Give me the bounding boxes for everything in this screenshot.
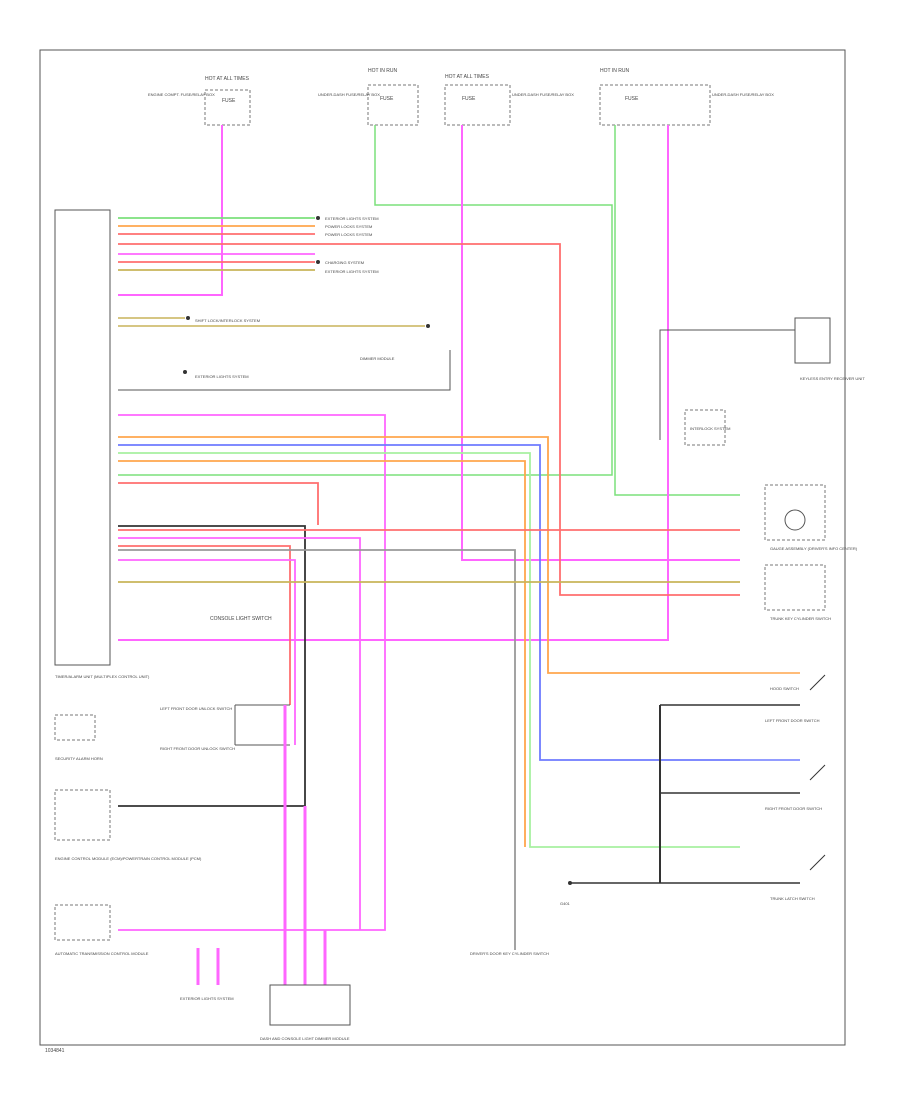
- cluster-label: GAUGE ASSEMBLY (DRIVER'S INFO CENTER): [770, 546, 858, 551]
- alarm-horn-label: SECURITY ALARM HORN: [55, 756, 103, 761]
- console-lights-label: CONSOLE LIGHT SWITCH: [210, 616, 272, 622]
- transmission-box: [54, 904, 111, 941]
- fuse-label-1: FUSE: [222, 98, 236, 104]
- wire-mid-pink: [118, 414, 386, 931]
- wire-mid-orange2: [118, 460, 526, 847]
- wire-keyless: [659, 329, 795, 440]
- diagram-frame: [39, 49, 846, 1046]
- wire-fuse3-pink: [461, 125, 740, 561]
- svg-text:HOOD SWITCH: HOOD SWITCH: [770, 686, 799, 691]
- switch-left-door: LEFT FRONT DOOR SWITCH: [660, 704, 820, 723]
- wire-fuse2-green: [118, 125, 613, 476]
- wire-mid-red3: [118, 545, 291, 705]
- wire-ref-4: [118, 243, 740, 596]
- wire-dimmer: [118, 350, 451, 391]
- fuse-label-4: FUSE: [625, 96, 639, 102]
- svg-text:TRUNK LATCH SWITCH: TRUNK LATCH SWITCH: [770, 896, 815, 901]
- dash-module-wires: [283, 705, 327, 985]
- ref-text-1: EXTERIOR LIGHTS SYSTEM: [325, 216, 379, 221]
- fuse-block-1: HOT AT ALL TIMES FUSE ENGINE COMPT. FUSE…: [148, 76, 251, 126]
- fuse-note-1: ENGINE COMPT. FUSE/RELAY BOX: [148, 92, 215, 97]
- ecm-box: [54, 789, 111, 841]
- wire-mid-pink3: [118, 559, 296, 745]
- ref-text-3: POWER LOCKS SYSTEM: [325, 232, 372, 237]
- trunk-key-box: [764, 564, 826, 611]
- wire-unlock: [234, 704, 290, 746]
- fuse-label-2: FUSE: [380, 96, 394, 102]
- interlock-box: [684, 409, 726, 446]
- wire-fuse1-pink: [118, 125, 223, 296]
- wire-mid-lgreen: [118, 452, 740, 848]
- ref-shift-lock: SHIFT LOCK/INTERLOCK SYSTEM: [195, 318, 260, 323]
- wire-mid-pink2: [118, 537, 361, 930]
- fuse-header-3: HOT AT ALL TIMES: [445, 74, 490, 80]
- fuse-block-3: HOT AT ALL TIMES FUSE UNDER-DASH FUSE/RE…: [444, 74, 574, 126]
- left-unlock-label: LEFT FRONT DOOR UNLOCK SWITCH: [160, 706, 232, 711]
- fuse-header-2: HOT IN RUN: [368, 68, 397, 74]
- fuse-block-2: HOT IN RUN FUSE UNDER-DASH FUSE/RELAY BO…: [318, 68, 419, 126]
- multiplex-unit-label: TIMER/ALARM UNIT (MULTIPLEX CONTROL UNIT…: [55, 674, 150, 679]
- fuse-label-3: FUSE: [462, 96, 476, 102]
- ref-exterior: EXTERIOR LIGHTS SYSTEM: [195, 374, 249, 379]
- switch-right-door: RIGHT FRONT DOOR SWITCH: [660, 759, 826, 811]
- ecm-label: ENGINE CONTROL MODULE (ECM)/POWERTRAIN C…: [55, 856, 202, 861]
- keyless-receiver-box: [794, 317, 831, 364]
- driver-door-key-label: DRIVER'S DOOR KEY CYLINDER SWITCH: [470, 951, 549, 956]
- trunk-key-label: TRUNK KEY CYLINDER SWITCH: [770, 616, 831, 621]
- fuse-note-2: UNDER-DASH FUSE/RELAY BOX: [318, 92, 380, 97]
- svg-text:LEFT FRONT DOOR SWITCH: LEFT FRONT DOOR SWITCH: [765, 718, 820, 723]
- cluster-box: [764, 484, 826, 541]
- wire-mid-orange: [118, 436, 740, 674]
- footer-code: 1034841: [45, 1048, 65, 1054]
- fuse-header-4: HOT IN RUN: [600, 68, 629, 74]
- exterior-lights-label: EXTERIOR LIGHTS SYSTEM: [180, 996, 234, 1001]
- ref-text-4: CHARGING SYSTEM: [325, 260, 364, 265]
- dimmer-label: DIMMER MODULE: [360, 356, 395, 361]
- right-refs: EXTERIOR LIGHTS SYSTEM POWER LOCKS SYSTE…: [316, 216, 379, 274]
- switch-trunk-latch: TRUNK LATCH SWITCH G401: [560, 705, 826, 906]
- ground-g401: G401: [560, 901, 571, 906]
- fuse-note-3: UNDER-DASH FUSE/RELAY BOX: [512, 92, 574, 97]
- keyless-label: KEYLESS ENTRY RECEIVER UNIT: [800, 376, 865, 381]
- svg-text:RIGHT FRONT DOOR SWITCH: RIGHT FRONT DOOR SWITCH: [765, 806, 822, 811]
- switch-hood: HOOD SWITCH: [740, 672, 826, 691]
- wire-fuse4-green: [614, 125, 740, 496]
- wire-mid-red: [118, 482, 319, 525]
- fuse-block-4: HOT IN RUN FUSE UNDER-DASH FUSE/RELAY BO…: [599, 68, 774, 126]
- wire-mid-gray: [118, 549, 516, 950]
- wire-fuse4-pink: [118, 125, 669, 641]
- ref-text-2: POWER LOCKS SYSTEM: [325, 224, 372, 229]
- exterior-lights-connector: [196, 948, 220, 985]
- right-unlock-label: RIGHT FRONT DOOR UNLOCK SWITCH: [160, 746, 235, 751]
- transmission-label: AUTOMATIC TRANSMISSION CONTROL MODULE: [55, 951, 149, 956]
- alarm-horn-box: [54, 714, 96, 741]
- wire-mid-blue: [118, 444, 740, 761]
- multiplex-unit-box: [54, 209, 111, 666]
- dash-module-label: DASH AND CONSOLE LIGHT DIMMER MODULE: [260, 1036, 350, 1041]
- wire-mid-black: [118, 525, 306, 807]
- interlock-label: INTERLOCK SYSTEM: [690, 426, 730, 431]
- dash-module-box: [269, 984, 351, 1026]
- ref-text-5: EXTERIOR LIGHTS SYSTEM: [325, 269, 379, 274]
- fuse-note-4: UNDER-DASH FUSE/RELAY BOX: [712, 92, 774, 97]
- fuse-header-1: HOT AT ALL TIMES: [205, 76, 250, 82]
